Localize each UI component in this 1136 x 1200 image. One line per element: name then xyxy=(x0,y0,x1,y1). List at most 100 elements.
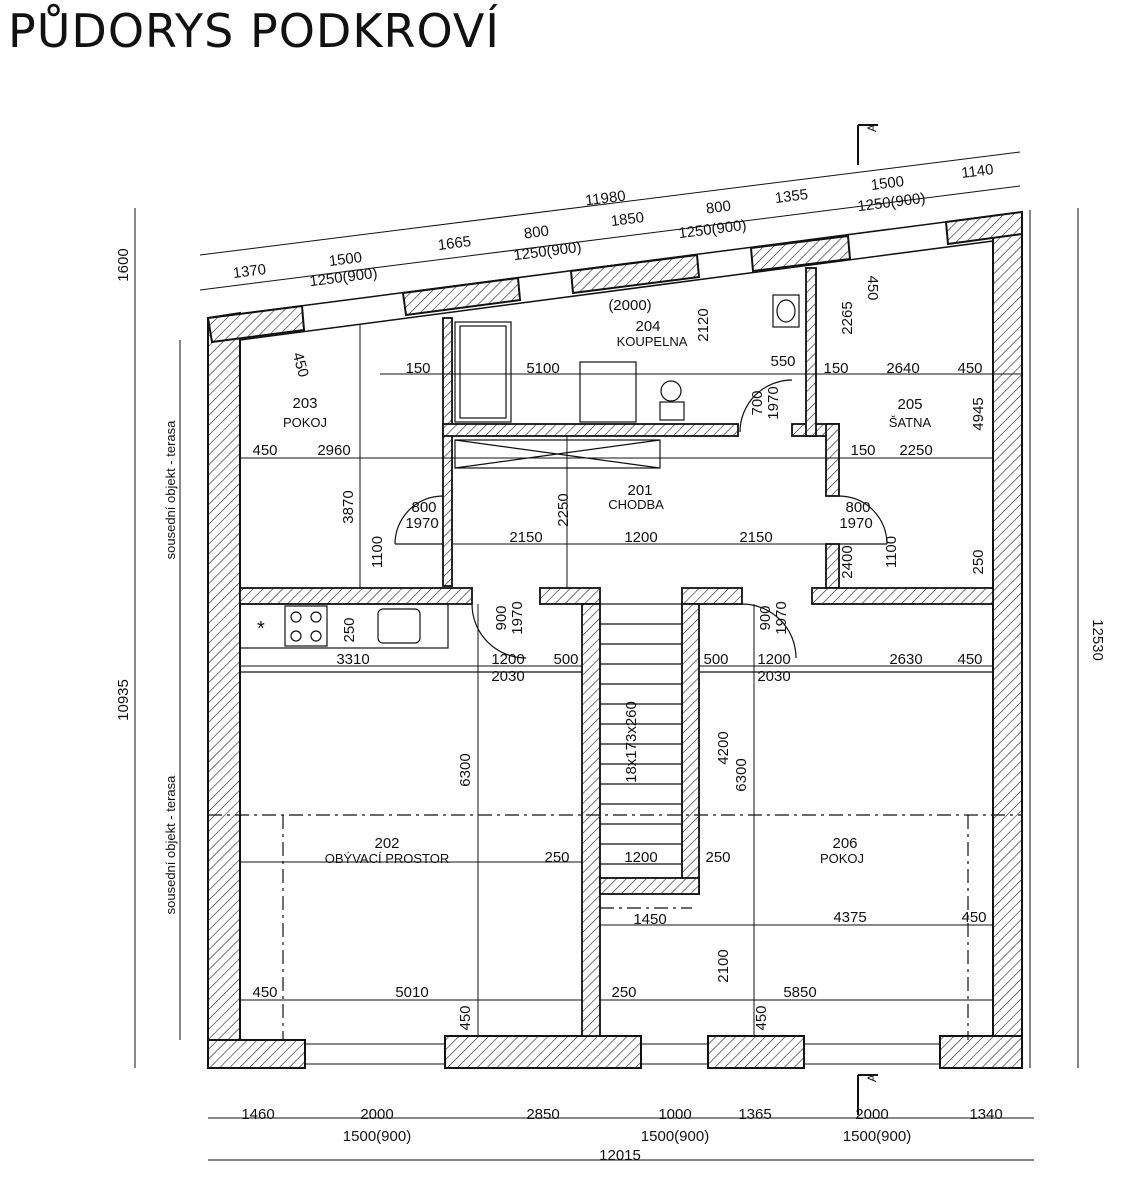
dimension-label: 1140 xyxy=(960,161,994,182)
dimension-label: 1500(900) xyxy=(641,1128,709,1145)
dimension-label: 2000 xyxy=(360,1106,393,1123)
side-label-lower: sousední objekt - terasa xyxy=(163,775,178,915)
dimension-label: 1850 xyxy=(610,209,645,230)
dimension-label: 12015 xyxy=(599,1147,641,1164)
dimension-label: 1970 xyxy=(765,386,782,419)
dimension-label: 1100 xyxy=(369,536,386,568)
section-marks xyxy=(857,124,878,1115)
dimension-label: (2000) xyxy=(608,297,651,314)
room-203-number: 203 xyxy=(292,395,317,412)
dimension-label: 4945 xyxy=(970,397,987,430)
kitchen-star: * xyxy=(257,618,265,640)
dimension-label: 2400 xyxy=(839,545,856,578)
dimension-label: 5010 xyxy=(395,984,428,1001)
dimension-label: 1970 xyxy=(839,515,872,532)
dimension-label: 1460 xyxy=(241,1106,274,1123)
exterior-walls xyxy=(206,210,1023,1069)
room-201-name: CHODBA xyxy=(608,497,664,512)
bottom-dimensions: 1460 2000 2850 1000 1365 2000 1340 1500(… xyxy=(241,1106,1002,1164)
dimension-label: 500 xyxy=(703,651,728,668)
dimension-label: 1000 xyxy=(658,1106,691,1123)
dimension-label: 10935 xyxy=(115,679,132,721)
dimension-label: 700 xyxy=(749,390,766,415)
dimension-label: 450 xyxy=(289,351,312,380)
dimension-label: 11980 xyxy=(584,188,626,210)
dimension-label: 1500(900) xyxy=(343,1128,411,1145)
side-label-upper: sousední objekt - terasa xyxy=(163,420,178,560)
room-202-name: OBÝVACÍ PROSTOR xyxy=(325,851,450,866)
dimension-label: 6300 xyxy=(733,758,750,791)
room-labels: 201 CHODBA 202 OBÝVACÍ PROSTOR 203 POKOJ… xyxy=(283,318,932,866)
dimension-label: 800 xyxy=(705,198,732,218)
dimension-label: 1200 xyxy=(757,651,790,668)
dimension-label: 900 xyxy=(757,605,774,630)
dimension-label: 500 xyxy=(553,651,578,668)
dimension-label: 1500(900) xyxy=(843,1128,911,1145)
dimension-label: 2150 xyxy=(509,529,542,546)
dimension-label: 2150 xyxy=(739,529,772,546)
dimension-label: 450 xyxy=(252,984,277,1001)
room-206-number: 206 xyxy=(832,835,857,852)
dimension-label: 450 xyxy=(957,651,982,668)
dimension-label: 3870 xyxy=(340,490,357,523)
side-dimensions: 1600 10935 12530 xyxy=(115,248,1106,721)
dimension-label: 2250 xyxy=(899,442,932,459)
dimension-label: 2850 xyxy=(526,1106,559,1123)
dimension-label: 2640 xyxy=(886,360,919,377)
dimension-label: 2630 xyxy=(889,651,922,668)
room-204-number: 204 xyxy=(635,318,660,335)
dimension-label: 6300 xyxy=(457,753,474,786)
dimension-label: 800 xyxy=(845,499,870,516)
dimension-label: 3310 xyxy=(336,651,369,668)
dimension-label: 1450 xyxy=(633,911,666,928)
room-205-number: 205 xyxy=(897,396,922,413)
dimension-label: 12530 xyxy=(1089,619,1106,661)
dimension-label: 1365 xyxy=(738,1106,771,1123)
dimension-label: 250 xyxy=(611,984,636,1001)
dimension-label: 450 xyxy=(864,275,881,300)
dimension-label: 2030 xyxy=(757,668,790,685)
dimension-label: 4200 xyxy=(715,731,732,764)
dimension-label: 1250(900) xyxy=(677,217,747,242)
dimension-label: 450 xyxy=(961,909,986,926)
dimension-label: 450 xyxy=(252,442,277,459)
drawing-title: PŮDORYS PODKROVÍ xyxy=(8,4,500,58)
room-201-number: 201 xyxy=(627,482,652,499)
dimension-label: 1200 xyxy=(624,529,657,546)
dimension-label: 800 xyxy=(523,223,550,243)
dimension-label: 450 xyxy=(957,360,982,377)
dimension-label: 250 xyxy=(544,849,569,866)
dimension-label: 800 xyxy=(411,499,436,516)
dimension-label: 1970 xyxy=(773,601,790,634)
dimension-label: 1600 xyxy=(115,248,132,281)
dimension-label: 5850 xyxy=(783,984,816,1001)
dimension-label: 1100 xyxy=(883,536,900,568)
dimension-label: 2265 xyxy=(839,301,856,334)
dimension-label: 1665 xyxy=(437,233,472,254)
interior-dimensions: (2000) 2120 2265 450 150 5100 550 700 19… xyxy=(252,275,987,1030)
dimension-label: 250 xyxy=(705,849,730,866)
dimension-label: 1500 xyxy=(870,173,905,194)
room-205-name: ŠATNA xyxy=(889,415,932,430)
section-mark-bottom: A xyxy=(865,1074,879,1082)
dimension-label: 2030 xyxy=(491,668,524,685)
dimension-label: 1355 xyxy=(774,186,809,207)
dimension-label: 1250(900) xyxy=(512,239,582,264)
dimension-label: 250 xyxy=(970,549,987,574)
dimension-label: 2000 xyxy=(855,1106,888,1123)
dimension-label: 1200 xyxy=(491,651,524,668)
dimension-label: 150 xyxy=(405,360,430,377)
dimension-label: 1200 xyxy=(624,849,657,866)
room-204-name: KOUPELNA xyxy=(617,334,688,349)
dimension-label: 5100 xyxy=(526,360,559,377)
dimension-label: 2960 xyxy=(317,442,350,459)
dimension-label: 1500 xyxy=(328,249,363,270)
interior-walls xyxy=(239,267,994,1037)
roof-lines xyxy=(208,814,1022,1040)
dimension-label: 1970 xyxy=(405,515,438,532)
dimension-label: 2250 xyxy=(555,493,572,526)
dimension-label: 150 xyxy=(850,442,875,459)
stairs-label: 18x173x260 xyxy=(623,701,640,783)
room-206-name: POKOJ xyxy=(820,851,864,866)
